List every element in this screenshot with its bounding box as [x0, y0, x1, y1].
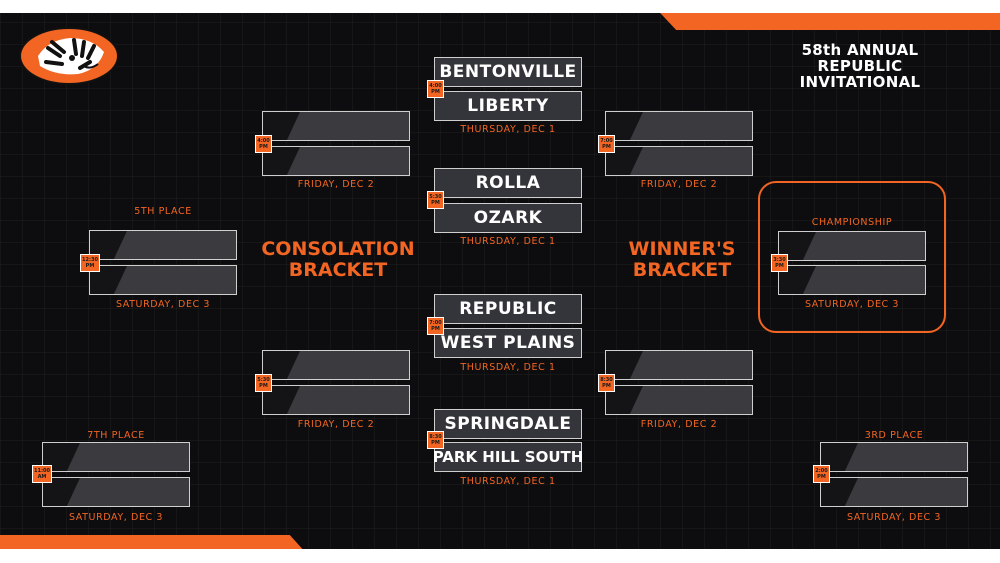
- game-6-slot-2: [262, 385, 410, 415]
- game-1-date: THURSDAY, DEC 1: [460, 124, 556, 135]
- championship-highlight-box: [758, 181, 946, 333]
- winners-line-1: WINNER'S: [628, 238, 736, 260]
- game-5-slot-1: [262, 111, 410, 141]
- seventh-place-slot-2: [42, 477, 190, 507]
- game-2-team-1-slot: ROLLA: [434, 168, 582, 198]
- game-8-slot-1: [605, 350, 753, 380]
- event-title: 58th ANNUAL REPUBLIC INVITATIONAL: [790, 42, 930, 90]
- team-name: OZARK: [473, 208, 543, 228]
- seventh-place-slot-1: [42, 442, 190, 472]
- game-2-team-2-slot: OZARK: [434, 203, 582, 233]
- consolation-line-1: CONSOLATION: [261, 238, 415, 260]
- game-3-date: THURSDAY, DEC 1: [460, 362, 556, 373]
- seventh-place-date: SATURDAY, DEC 3: [68, 512, 164, 523]
- team-name: SPRINGDALE: [444, 414, 572, 434]
- championship-date: SATURDAY, DEC 3: [804, 299, 900, 310]
- third-place-date: SATURDAY, DEC 3: [846, 512, 942, 523]
- game-6-date: FRIDAY, DEC 2: [297, 419, 375, 430]
- game-7-slot-2: [605, 146, 753, 176]
- winners-line-2: BRACKET: [632, 259, 732, 281]
- team-name: WEST PLAINS: [440, 333, 576, 353]
- game-7-date: FRIDAY, DEC 2: [640, 179, 718, 190]
- championship-slot-2: [778, 265, 926, 295]
- winners-bracket-heading: WINNER'S BRACKET: [602, 239, 762, 281]
- third-place-label: 3RD PLACE: [864, 430, 924, 441]
- top-white-stripe: [0, 0, 1000, 13]
- team-name: LIBERTY: [467, 96, 549, 116]
- title-line-1: 58th ANNUAL: [801, 41, 919, 59]
- consolation-line-2: BRACKET: [288, 259, 388, 281]
- game-8-date: FRIDAY, DEC 2: [640, 419, 718, 430]
- game-7-slot-1: [605, 111, 753, 141]
- team-name: REPUBLIC: [459, 299, 557, 319]
- team-name: BENTONVILLE: [439, 62, 577, 82]
- bottom-white-stripe: [0, 549, 1000, 563]
- third-place-slot-2: [820, 477, 968, 507]
- game-5-date: FRIDAY, DEC 2: [297, 179, 375, 190]
- fifth-place-date: SATURDAY, DEC 3: [115, 299, 211, 310]
- game-4-team-2-slot: PARK HILL SOUTH: [432, 442, 584, 472]
- championship-slot-1: [778, 231, 926, 261]
- team-name: ROLLA: [475, 173, 541, 193]
- team-name: PARK HILL SOUTH: [432, 448, 584, 466]
- game-3-team-2-slot: WEST PLAINS: [434, 328, 582, 358]
- game-4-date: THURSDAY, DEC 1: [460, 476, 556, 487]
- title-line-2: REPUBLIC: [817, 57, 903, 75]
- game-6-slot-1: [262, 350, 410, 380]
- third-place-slot-1: [820, 442, 968, 472]
- championship-label: CHAMPIONSHIP: [811, 217, 893, 228]
- fifth-place-slot-1: [89, 230, 237, 260]
- game-3-team-1-slot: REPUBLIC: [434, 294, 582, 324]
- game-5-slot-2: [262, 146, 410, 176]
- title-line-3: INVITATIONAL: [799, 73, 921, 91]
- game-1-team-1-slot: BENTONVILLE: [434, 57, 582, 87]
- tiger-head-logo-icon: [19, 27, 119, 85]
- game-4-team-1-slot: SPRINGDALE: [434, 409, 582, 439]
- consolation-bracket-heading: CONSOLATION BRACKET: [258, 239, 418, 281]
- seventh-place-label: 7TH PLACE: [87, 430, 145, 441]
- game-1-team-2-slot: LIBERTY: [434, 91, 582, 121]
- game-2-date: THURSDAY, DEC 1: [460, 236, 556, 247]
- game-8-slot-2: [605, 385, 753, 415]
- fifth-place-label: 5TH PLACE: [134, 206, 192, 217]
- fifth-place-slot-2: [89, 265, 237, 295]
